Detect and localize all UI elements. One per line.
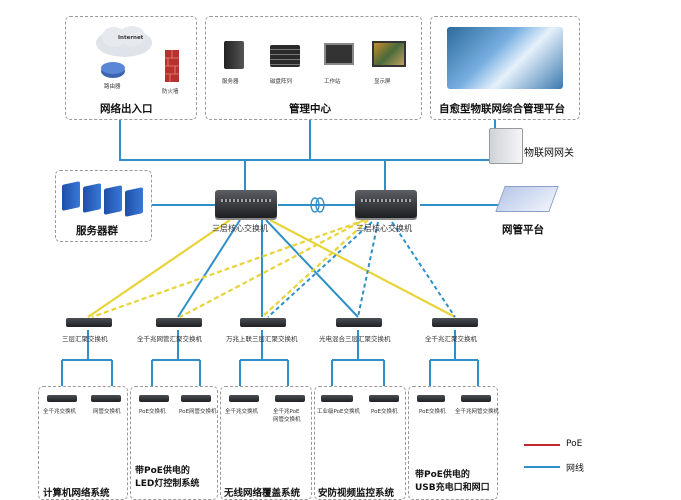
aggregation-switch xyxy=(66,318,112,327)
subsystem-title: 无线网络覆盖系统 xyxy=(224,488,301,499)
subsystem-title: 安防视频监控系统 xyxy=(318,488,395,499)
agg2-tree xyxy=(151,330,201,392)
cloud-label: Internet xyxy=(118,35,144,41)
agg4-tree xyxy=(331,330,385,392)
firewall-label: 防火墙 xyxy=(162,89,179,95)
access-switch xyxy=(181,395,211,402)
access-switch-label: 工业级PoE交换机 xyxy=(317,409,360,415)
platform-screenshot xyxy=(447,27,563,89)
management-center-title: 管理中心 xyxy=(289,103,331,115)
subsystem-title: 带PoE供电的 LED灯控制系统 xyxy=(135,466,200,489)
access-switch xyxy=(321,395,353,402)
mgmt-item: 工作站 xyxy=(324,79,341,85)
top-bus-line xyxy=(119,118,506,161)
legend-cable-label: 网线 xyxy=(566,464,585,474)
subsystem-usb-charging: PoE交换机 全千兆网管交换机 带PoE供电的 USB充电口和网口 xyxy=(408,386,500,500)
access-switch xyxy=(417,395,445,402)
aggregation-switch-label: 光电混合三层汇聚交换机 xyxy=(319,335,391,343)
core-switch-2 xyxy=(355,190,417,218)
dash-core2-agg3 xyxy=(267,221,373,318)
access-switch-label: 全千兆PoE 网管交换机 xyxy=(273,409,301,423)
fiber-marker xyxy=(310,197,320,213)
iot-platform-title: 自愈型物联网综合管理平台 xyxy=(439,103,565,115)
core-switch-label: 三层核心交换机 xyxy=(212,224,268,233)
access-switch xyxy=(139,395,169,402)
subsystem-wireless: 全千兆交换机 全千兆PoE 网管交换机 无线网络覆盖系统 xyxy=(220,386,312,500)
aggregation-switch-label: 全千兆网管汇聚交换机 xyxy=(137,335,202,343)
fiber-core2-agg3 xyxy=(261,219,369,318)
nms-label: 网管平台 xyxy=(502,224,544,236)
access-switch xyxy=(369,395,399,402)
aggregation-switch xyxy=(336,318,382,327)
access-switch xyxy=(461,395,491,402)
agg5-tree xyxy=(429,330,479,392)
iot-gateway-label: 物联网网关 xyxy=(524,148,574,159)
nms-platform-icon xyxy=(495,186,559,212)
display-icon xyxy=(372,41,406,67)
access-switch-label: PoE网管交换机 xyxy=(179,409,217,415)
server-icon xyxy=(224,41,244,69)
subsystem-title: 带PoE供电的 USB充电口和网口 xyxy=(415,470,490,493)
fiber-core1-agg1 xyxy=(87,219,231,318)
workstation-icon xyxy=(324,43,354,65)
access-switch xyxy=(275,395,305,402)
aggregation-switch-label: 全千兆汇聚交换机 xyxy=(425,335,477,343)
iot-platform-panel: 自愈型物联网综合管理平台 xyxy=(430,16,580,120)
subsystem-title: 计算机网络系统 xyxy=(43,488,110,499)
mgmt-item: 磁盘阵列 xyxy=(270,79,293,85)
dash-core2-agg5 xyxy=(391,221,456,318)
mgmt-item: 服务器 xyxy=(222,79,239,85)
router-icon xyxy=(101,62,125,78)
access-switch xyxy=(47,395,77,402)
disk-array-icon xyxy=(270,45,300,67)
fiber-core2-agg2 xyxy=(179,221,361,318)
server-icon xyxy=(83,183,101,213)
core-switch-1 xyxy=(215,190,277,218)
aggregation-switch xyxy=(432,318,478,327)
cloud-icon xyxy=(96,26,152,57)
network-exit-panel: Internet 路由器 防火墙 网络出入口 xyxy=(65,16,197,120)
access-switch-label: 网管交换机 xyxy=(93,409,121,415)
server-icon xyxy=(104,185,122,215)
mgmt-item: 显示屏 xyxy=(374,79,391,85)
legend-poe-label: PoE xyxy=(566,439,583,449)
router-label: 路由器 xyxy=(104,84,121,90)
server-icon xyxy=(62,181,80,211)
subsystem-cctv: 工业级PoE交换机 PoE交换机 安防视频监控系统 xyxy=(314,386,406,500)
firewall-icon xyxy=(165,50,179,82)
agg1-tree xyxy=(61,330,113,392)
access-switch-label: PoE交换机 xyxy=(139,409,166,415)
subsystem-computer-network: 全千兆交换机 网管交换机 计算机网络系统 xyxy=(38,386,128,500)
management-center-panel: 服务器 磁盘阵列 工作站 显示屏 管理中心 xyxy=(205,16,422,120)
fiber-core1-agg5 xyxy=(269,219,456,318)
fiber-marker xyxy=(315,197,325,213)
agg3-tree xyxy=(239,330,289,392)
aggregation-switch xyxy=(156,318,202,327)
network-exit-title: 网络出入口 xyxy=(100,103,153,115)
core-switch-label: 三层核心交换机 xyxy=(356,224,412,233)
server-group-label: 服务器群 xyxy=(76,225,118,237)
access-switch-label: 全千兆交换机 xyxy=(225,409,259,415)
legend-poe-line xyxy=(524,444,560,446)
aggregation-switch-label: 万兆上联三层汇聚交换机 xyxy=(226,335,298,343)
server-icon xyxy=(125,187,143,217)
server-group-panel: 服务器群 xyxy=(55,170,152,242)
access-switch-label: PoE交换机 xyxy=(371,409,398,415)
core-to-agg-2 xyxy=(177,219,241,318)
access-switch-label: PoE交换机 xyxy=(419,409,446,415)
subsystem-led-lighting: PoE交换机 PoE网管交换机 带PoE供电的 LED灯控制系统 xyxy=(130,386,218,500)
fiber-core2-agg1 xyxy=(91,218,366,319)
legend-cable-line xyxy=(524,466,560,468)
access-switch-label: 全千兆网管交换机 xyxy=(455,409,500,415)
core-to-agg-4 xyxy=(265,219,359,318)
dash-core2-agg4 xyxy=(357,221,379,318)
aggregation-switch xyxy=(240,318,286,327)
access-switch xyxy=(229,395,259,402)
aggregation-switch-label: 三层汇聚交换机 xyxy=(62,335,108,343)
access-switch xyxy=(91,395,121,402)
iot-gateway-icon xyxy=(489,128,523,164)
access-switch-label: 全千兆交换机 xyxy=(43,409,77,415)
